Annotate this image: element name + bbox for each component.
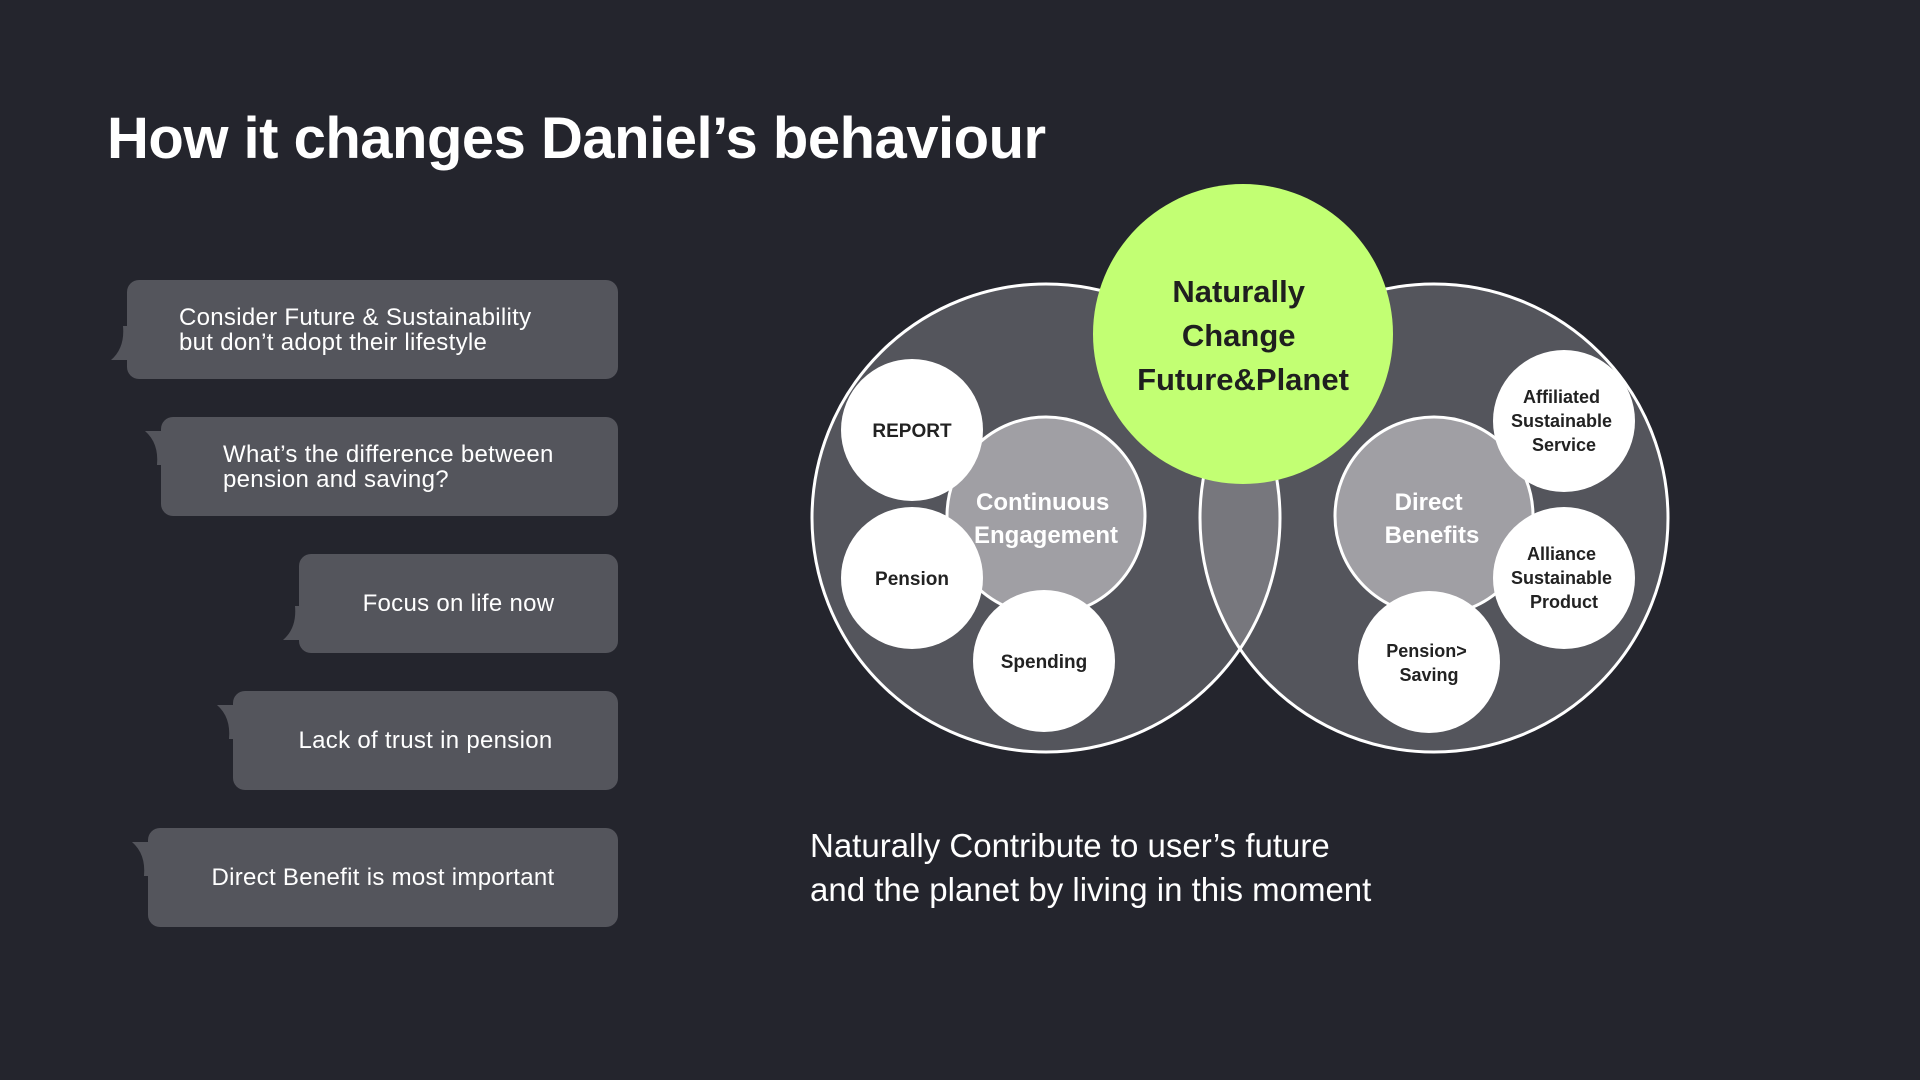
bubble-text: Direct Benefit is most important — [211, 864, 555, 891]
bubble-tail-icon — [132, 842, 158, 876]
item-label-line: Sustainable — [1511, 568, 1612, 588]
speech-bubble-direct-benefit: Direct Benefit is most important — [132, 828, 618, 927]
item-circle-report — [841, 359, 983, 501]
speech-bubble-lack-of-trust: Lack of trust in pension — [217, 691, 618, 790]
outer-circle-left-outline — [810, 282, 1282, 754]
item-label-report: REPORT — [872, 421, 952, 442]
item-label-line: Pension> — [1386, 641, 1467, 661]
speech-bubble-future-sustainability: Consider Future & Sustainability but don… — [111, 280, 618, 379]
bubble-tail-icon — [145, 431, 171, 465]
bubble-text: Consider Future & Sustainability but don… — [179, 303, 532, 356]
speech-bubble-focus-on-life-now: Focus on life now — [283, 554, 618, 653]
item-label-line: Saving — [1399, 665, 1458, 685]
label-line: Direct — [1395, 489, 1463, 516]
item-label-line: Sustainable — [1511, 411, 1612, 431]
label-line: Engagement — [974, 522, 1118, 549]
item-label-alliance-product: Alliance Sustainable Product — [1511, 544, 1617, 612]
center-label-line: Naturally — [1172, 274, 1305, 309]
item-circle-affiliated-service — [1493, 350, 1635, 492]
bubble-text: Focus on life now — [362, 590, 555, 617]
item-label-line: Spending — [1001, 652, 1088, 673]
item-label-line: REPORT — [872, 421, 952, 442]
bubble-tail-icon — [283, 606, 309, 640]
item-label-affiliated-service: Affiliated Sustainable Service — [1511, 387, 1617, 455]
item-label-line: Service — [1532, 435, 1596, 455]
item-label-spending: Spending — [1001, 652, 1088, 673]
outer-circle-right-outline — [1198, 282, 1670, 754]
center-circle — [1093, 184, 1393, 484]
caption: Naturally Contribute to user’s future an… — [810, 827, 1372, 908]
item-circle-pension — [841, 507, 983, 649]
page-title: How it changes Daniel’s behaviour — [107, 106, 1046, 171]
label-line: Benefits — [1385, 522, 1480, 549]
item-circle-pension-saving — [1358, 591, 1500, 733]
bubble-text: What’s the difference between pension an… — [223, 440, 554, 493]
center-label-line: Future&Planet — [1137, 362, 1349, 397]
center-label-line: Change — [1182, 318, 1296, 353]
speech-bubble-pension-vs-saving: What’s the difference between pension an… — [145, 417, 618, 516]
label-continuous-engagement: Continuous Engagement — [974, 489, 1118, 549]
item-label-line: Pension — [875, 569, 949, 590]
bubble-text: Lack of trust in pension — [298, 727, 553, 754]
item-label-line: Alliance — [1527, 544, 1596, 564]
label-line: Continuous — [976, 489, 1109, 516]
item-circle-spending — [973, 590, 1115, 732]
item-label-line: Affiliated — [1523, 387, 1600, 407]
item-label-line: Product — [1530, 592, 1598, 612]
label-direct-benefits: Direct Benefits — [1385, 489, 1480, 549]
bubble-tail-icon — [111, 326, 137, 360]
item-label-pension-saving: Pension> Saving — [1386, 641, 1472, 685]
bubble-tail-icon — [217, 705, 243, 739]
center-label: Naturally Change Future&Planet — [1137, 274, 1349, 397]
item-label-pension: Pension — [875, 569, 949, 590]
item-circle-alliance-product — [1493, 507, 1635, 649]
